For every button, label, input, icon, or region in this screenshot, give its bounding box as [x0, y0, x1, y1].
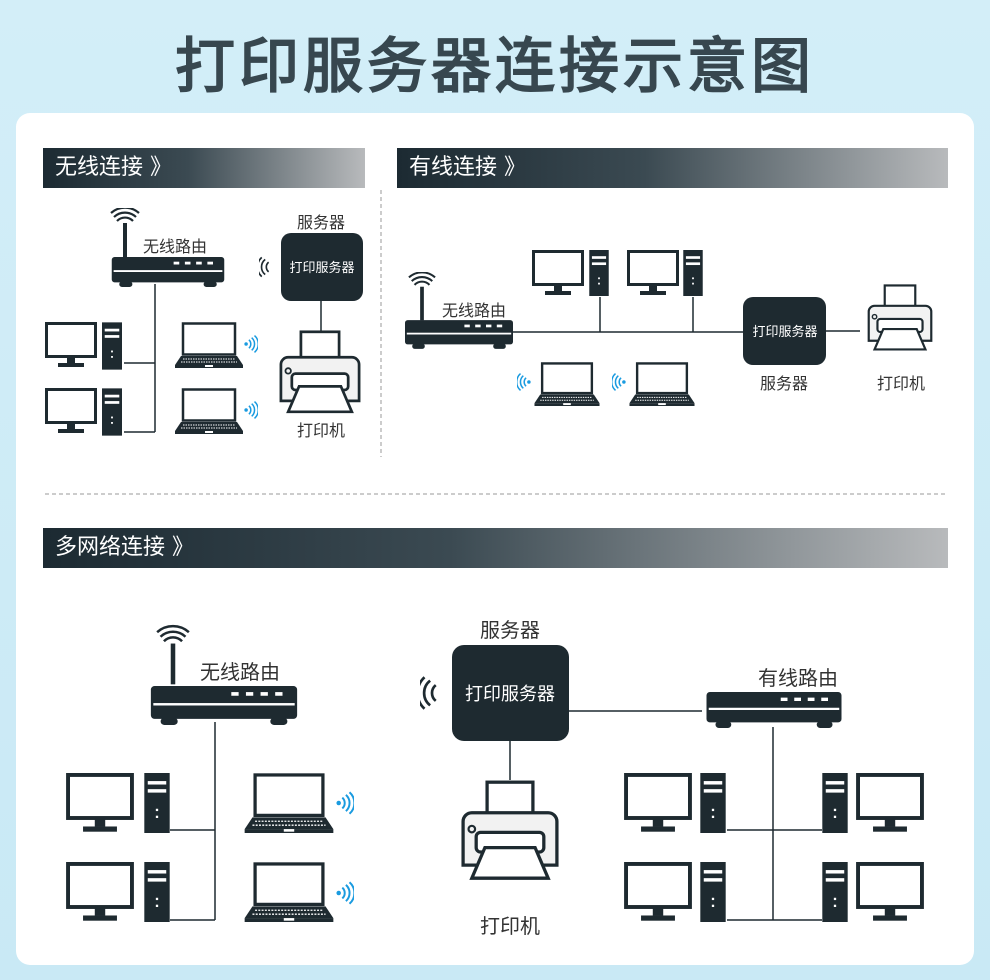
printer-icon — [279, 330, 361, 414]
pc-tower-icon — [102, 388, 122, 436]
wireless-router-icon — [111, 257, 225, 287]
printer-label: 打印机 — [480, 914, 540, 938]
router-label: 无线路由 — [200, 660, 280, 684]
monitor-icon — [45, 322, 97, 368]
wired-router-label: 有线路由 — [758, 666, 838, 690]
section-header-wired: 有线连接 》 — [397, 148, 948, 188]
pc-tower-icon — [589, 250, 609, 296]
pc-tower-icon — [102, 322, 122, 370]
laptop-icon — [533, 362, 601, 406]
server-label: 服务器 — [297, 213, 345, 232]
wifi-signal-icon — [420, 676, 438, 710]
wifi-signal-icon — [517, 372, 531, 392]
pc-tower-icon — [683, 250, 703, 296]
printer-label: 打印机 — [297, 421, 345, 440]
monitor-icon — [532, 250, 584, 296]
router-label: 无线路由 — [442, 301, 506, 320]
monitor-icon — [68, 775, 132, 832]
laptop-icon — [243, 862, 335, 922]
monitor-icon — [626, 775, 690, 832]
pc-tower-icon — [822, 773, 848, 833]
wireless-router-icon — [405, 320, 513, 349]
wifi-signal-icon — [612, 372, 626, 392]
wifi-signal-icon — [259, 256, 270, 278]
wireless-router-icon — [150, 686, 298, 725]
monitor-icon — [626, 864, 690, 921]
monitor-icon — [45, 388, 97, 434]
printer-icon — [463, 782, 557, 878]
server-label: 服务器 — [480, 618, 540, 642]
laptop-icon — [175, 388, 243, 434]
print-server-text: 打印服务器 — [465, 684, 555, 705]
section-header-wireless: 无线连接 》 — [43, 148, 365, 188]
monitor-icon — [627, 250, 679, 296]
wired-router-icon — [706, 692, 842, 728]
printer-icon — [867, 284, 933, 351]
router-label: 无线路由 — [143, 237, 207, 256]
antenna-icon — [156, 624, 190, 686]
server-label: 服务器 — [760, 374, 808, 393]
print-server-box — [281, 233, 363, 301]
section-header-multi: 多网络连接 》 — [43, 528, 948, 568]
multi-section — [170, 710, 822, 921]
printer-label: 打印机 — [877, 374, 925, 393]
wifi-signal-icon — [244, 400, 258, 420]
pc-tower-icon — [144, 773, 170, 833]
laptop-icon — [175, 322, 243, 368]
print-server-text: 打印服务器 — [752, 324, 817, 340]
pc-tower-icon — [700, 773, 726, 833]
monitor-icon — [858, 775, 922, 832]
pc-tower-icon — [144, 862, 170, 922]
wifi-signal-icon — [244, 334, 258, 354]
laptop-icon — [628, 362, 696, 406]
monitor-icon — [858, 864, 922, 921]
pc-tower-icon — [700, 862, 726, 922]
wifi-signal-icon — [336, 881, 354, 905]
pc-tower-icon — [822, 862, 848, 922]
wired-section — [512, 297, 860, 333]
wifi-signal-icon — [336, 791, 354, 815]
print-server-box — [452, 645, 569, 741]
laptop-icon — [243, 773, 335, 833]
print-server-text: 打印服务器 — [289, 260, 354, 276]
wireless-section — [124, 284, 322, 433]
antenna-icon — [408, 272, 436, 322]
print-server-box — [743, 297, 826, 365]
page-title: 打印服务器连接示意图 — [175, 32, 815, 102]
antenna-icon — [110, 208, 140, 260]
monitor-icon — [68, 864, 132, 921]
